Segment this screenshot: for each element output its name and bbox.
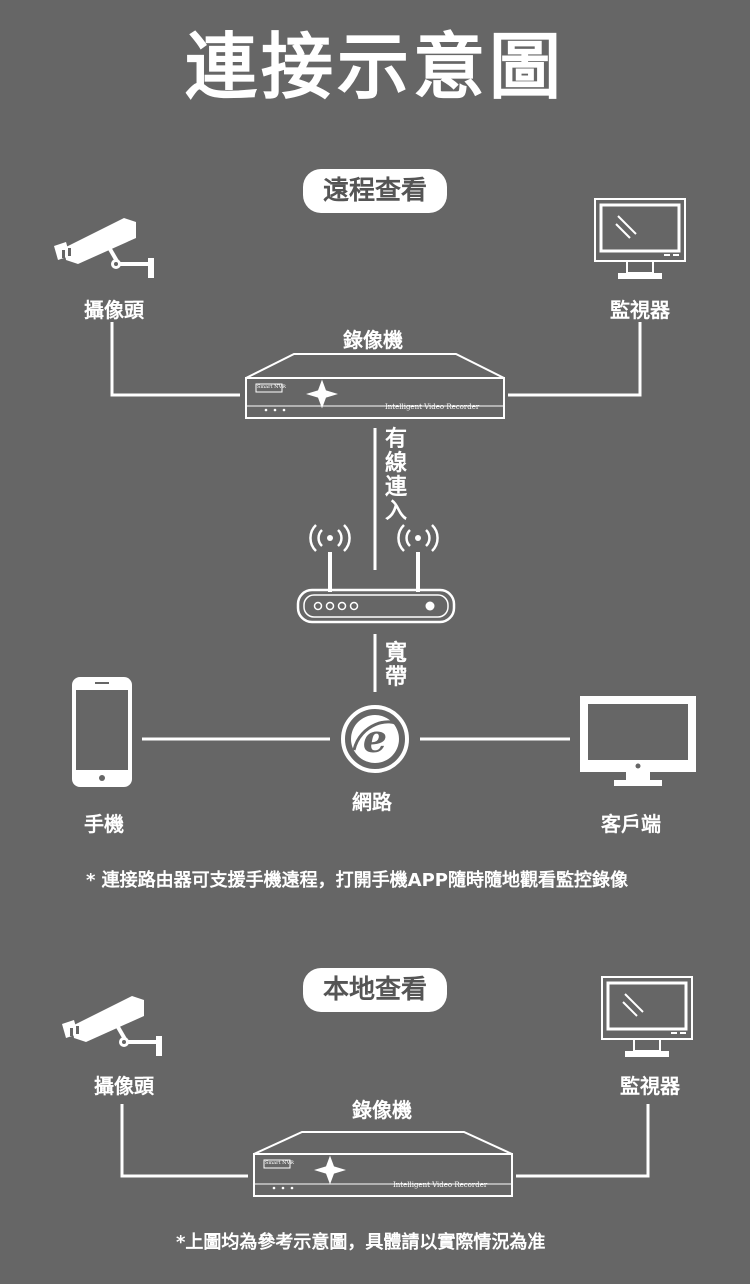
camera-label: 攝像頭: [84, 298, 144, 322]
wired-label: 有線連入: [384, 427, 407, 524]
monitor-icon-local: [601, 976, 693, 1057]
cctv-camera-icon-local: [62, 996, 162, 1056]
internet-explorer-icon: e: [341, 705, 409, 773]
phone-label: 手機: [84, 812, 124, 836]
nvr-badge-local: Smart NVR: [265, 1160, 294, 1166]
monitor-icon: [594, 198, 686, 279]
nvr-caption: Intelligent Video Recorder: [385, 403, 480, 411]
camera-label-local: 攝像頭: [94, 1074, 154, 1098]
client-label: 客戶端: [601, 812, 661, 836]
local-view-heading: 本地查看: [303, 968, 447, 1012]
nvr-device: [245, 353, 505, 419]
monitor-label: 監視器: [610, 298, 670, 322]
local-note: *上圖均為參考示意圖，具體請以實際情況為准: [176, 1232, 546, 1253]
nvr-label-local: 錄像機: [352, 1098, 412, 1122]
smartphone-icon: [72, 677, 132, 787]
nvr-label: 錄像機: [343, 328, 403, 352]
desktop-monitor-icon: [580, 696, 696, 786]
router-icon: [296, 524, 456, 624]
remote-note: * 連接路由器可支援手機遠程，打開手機APP隨時隨地觀看監控錄像: [86, 870, 628, 891]
page-title: 連接示意圖: [184, 25, 565, 109]
remote-view-heading: 遠程查看: [303, 169, 447, 213]
internet-label: 網路: [352, 790, 392, 814]
nvr-caption-local: Intelligent Video Recorder: [393, 1181, 488, 1189]
nvr-badge: Smart NVR: [257, 384, 286, 390]
monitor-label-local: 監視器: [620, 1074, 680, 1098]
nvr-device-local: [253, 1131, 513, 1197]
broadband-label: 寬帶: [384, 641, 407, 690]
cctv-camera-icon: [54, 218, 154, 278]
